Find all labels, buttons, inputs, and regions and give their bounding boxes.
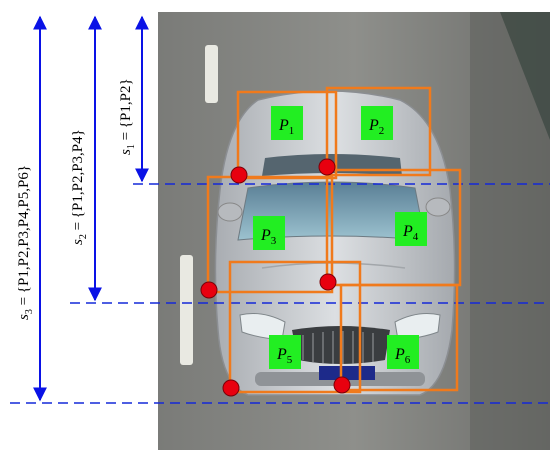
patch-label-p1: P1 xyxy=(271,106,303,140)
patch-box-p2 xyxy=(325,86,432,177)
set-label-s3: s3 = {P1,P2,P3,P4,P5,P6} xyxy=(16,165,35,320)
patch-label-p5: P5 xyxy=(269,335,301,369)
svg-text:P3: P3 xyxy=(260,227,277,247)
keypoint-p2 xyxy=(318,158,336,176)
patch-label-p3: P3 xyxy=(253,216,285,250)
patch-label-p4: P4 xyxy=(395,212,427,246)
patch-box-p5 xyxy=(228,260,362,394)
set-label-s1: s1 = {P1,P2} xyxy=(118,78,137,155)
patch-label-p6: P6 xyxy=(387,335,419,369)
keypoint-p3 xyxy=(200,281,218,299)
patch-box-p3 xyxy=(206,175,334,294)
svg-text:P5: P5 xyxy=(276,346,293,366)
set-arrows xyxy=(33,15,149,402)
svg-text:P2: P2 xyxy=(368,117,384,137)
keypoint-p1 xyxy=(230,166,248,184)
patch-label-p2: P2 xyxy=(361,106,393,140)
keypoint-p5 xyxy=(222,379,240,397)
svg-text:P1: P1 xyxy=(278,117,294,137)
svg-text:P4: P4 xyxy=(402,223,419,243)
patch-labels: P1 P2 P3 P4 P5 P6 xyxy=(253,106,427,369)
svg-text:P6: P6 xyxy=(394,346,411,366)
set-label-s2: s2 = {P1,P2,P3,P4} xyxy=(70,129,89,245)
keypoint-p6 xyxy=(333,376,351,394)
keypoint-p4 xyxy=(319,273,337,291)
patch-box-p6 xyxy=(339,283,459,392)
keypoints xyxy=(200,158,351,397)
level-lines xyxy=(10,183,550,404)
patch-boxes xyxy=(206,86,462,394)
